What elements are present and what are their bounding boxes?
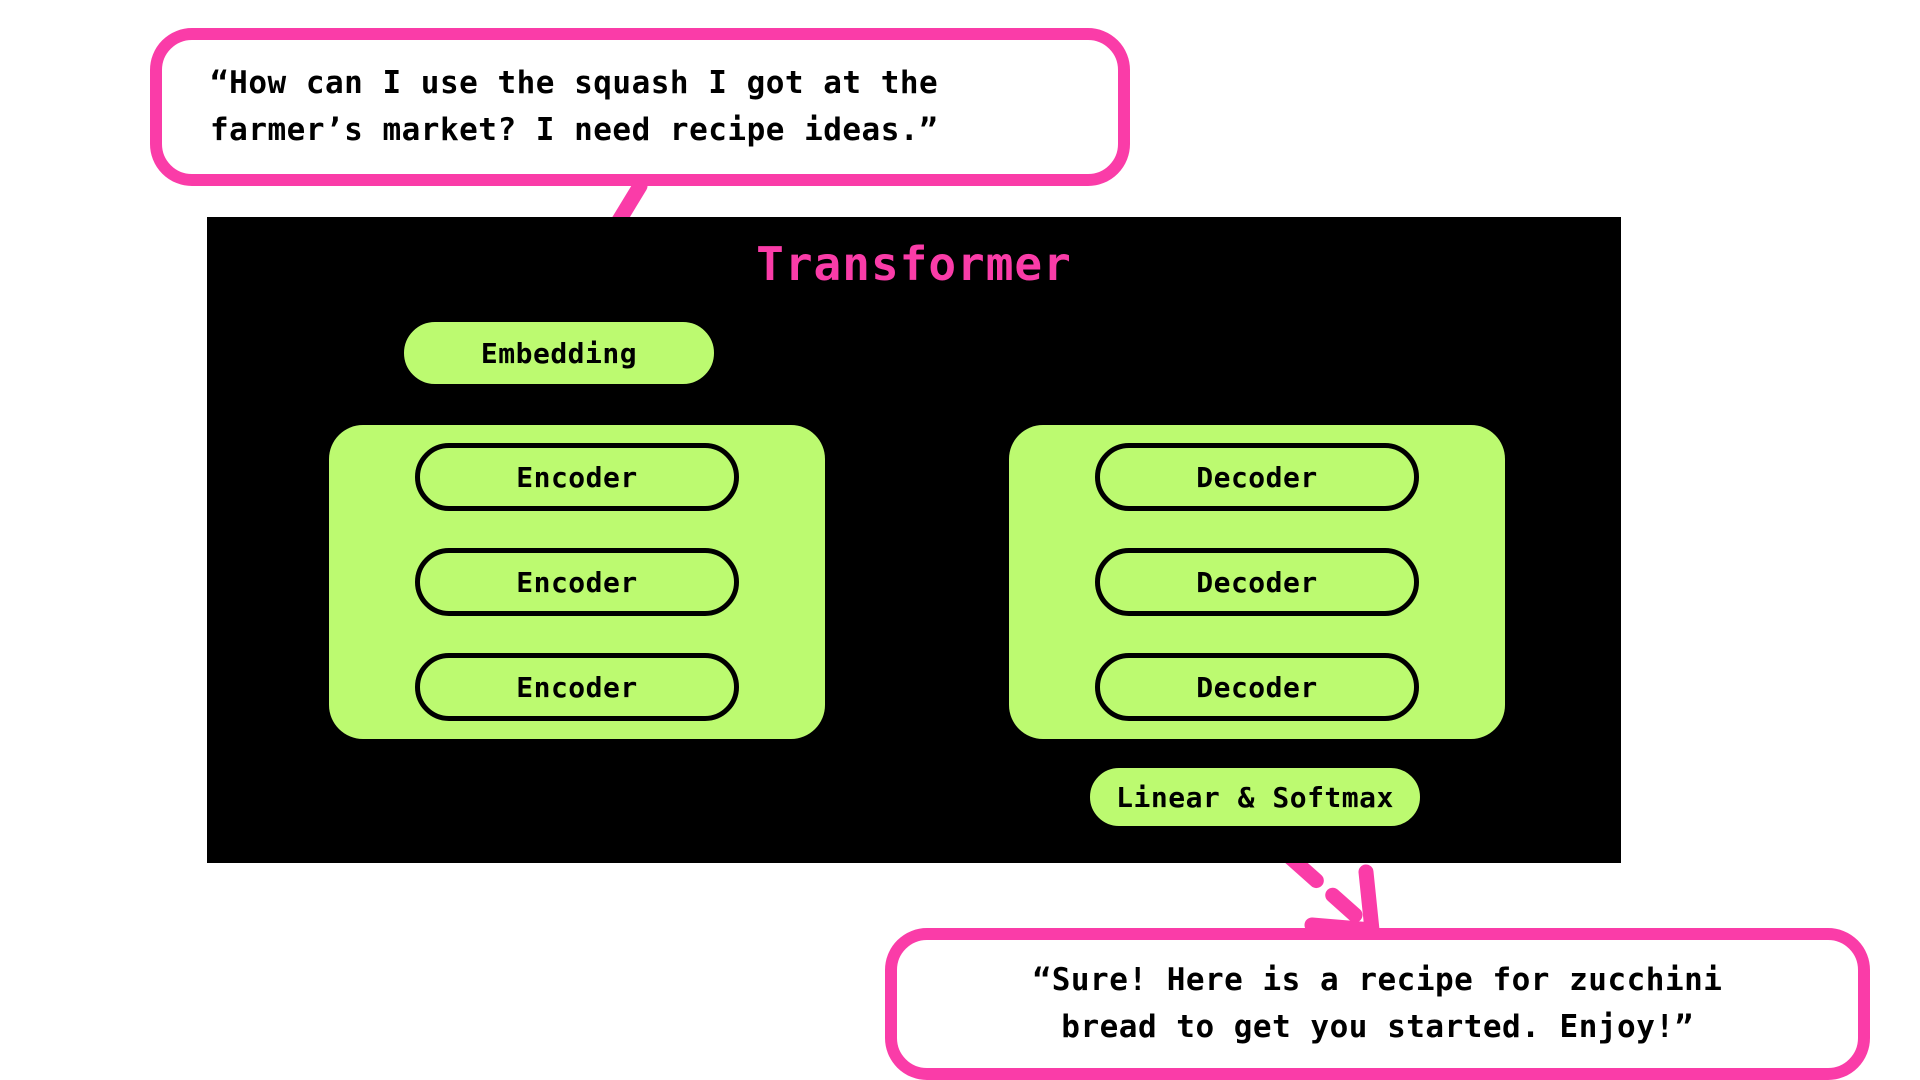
panel-title: Transformer: [756, 237, 1072, 291]
assistant-response-bubble: “Sure! Here is a recipe for zucchini bre…: [885, 928, 1870, 1080]
user-prompt-bubble: “How can I use the squash I got at the f…: [150, 28, 1130, 186]
decoder-block[interactable]: Decoder: [1095, 548, 1419, 616]
user-prompt-line-1: “How can I use the squash I got at the: [210, 64, 939, 101]
linear-softmax-block[interactable]: Linear & Softmax: [1085, 763, 1425, 831]
decoder-stack: Decoder Decoder Decoder: [1009, 425, 1505, 739]
encoder-stack: Encoder Encoder Encoder: [329, 425, 825, 739]
decoder-block[interactable]: Decoder: [1095, 443, 1419, 511]
transformer-panel: Transformer Embedding Encoder Encoder En…: [207, 217, 1621, 863]
encoder-block[interactable]: Encoder: [415, 653, 739, 721]
embedding-block[interactable]: Embedding: [399, 317, 719, 389]
encoder-block[interactable]: Encoder: [415, 443, 739, 511]
encoder-block[interactable]: Encoder: [415, 548, 739, 616]
assistant-response-line-1: “Sure! Here is a recipe for zucchini: [1032, 961, 1723, 998]
assistant-response-line-2: bread to get you started. Enjoy!”: [1061, 1009, 1694, 1045]
decoder-block[interactable]: Decoder: [1095, 653, 1419, 721]
user-prompt-line-2: farmer’s market? I need recipe ideas.”: [210, 112, 939, 148]
